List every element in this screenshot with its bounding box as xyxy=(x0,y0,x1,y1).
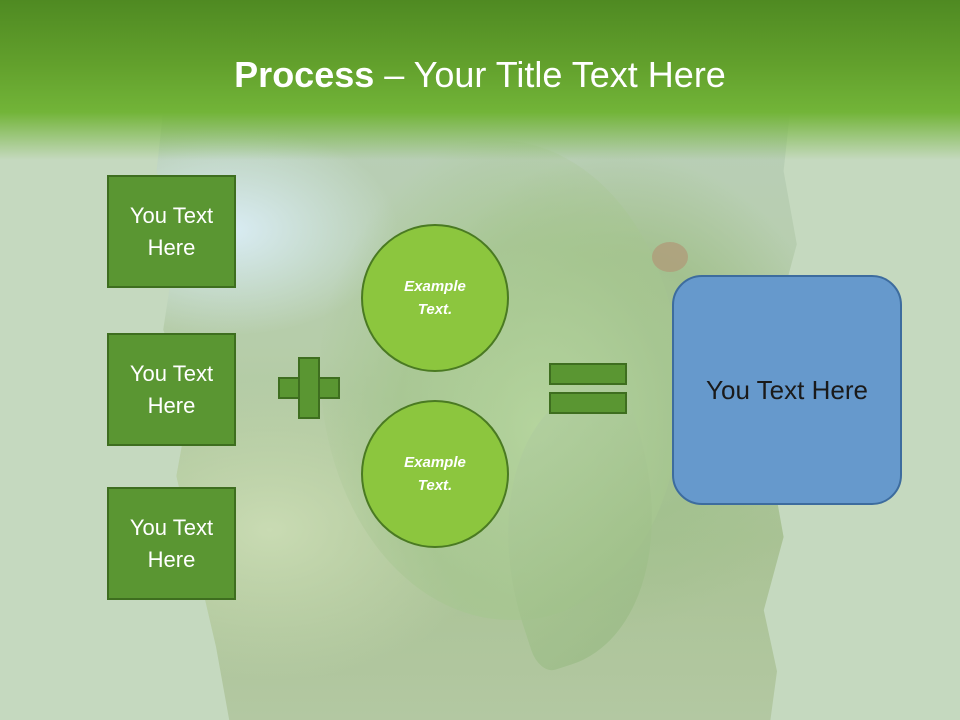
result-box: You Text Here xyxy=(672,275,902,505)
slide-title: Process – Your Title Text Here xyxy=(0,52,960,98)
left-box-2: You Text Here xyxy=(107,333,236,446)
equals-top-bar xyxy=(549,363,627,385)
plus-icon xyxy=(278,357,340,419)
title-dash: – xyxy=(374,54,414,95)
example-circle-1: Example Text. xyxy=(361,224,509,372)
example-circle-2: Example Text. xyxy=(361,400,509,548)
plus-center xyxy=(300,379,318,397)
equals-bottom-bar xyxy=(549,392,627,414)
left-box-3: You Text Here xyxy=(107,487,236,600)
title-bold: Process xyxy=(234,54,375,95)
title-rest: Your Title Text Here xyxy=(413,54,726,95)
left-box-1: You Text Here xyxy=(107,175,236,288)
title-banner xyxy=(0,0,960,160)
ladybug-image xyxy=(652,242,688,272)
